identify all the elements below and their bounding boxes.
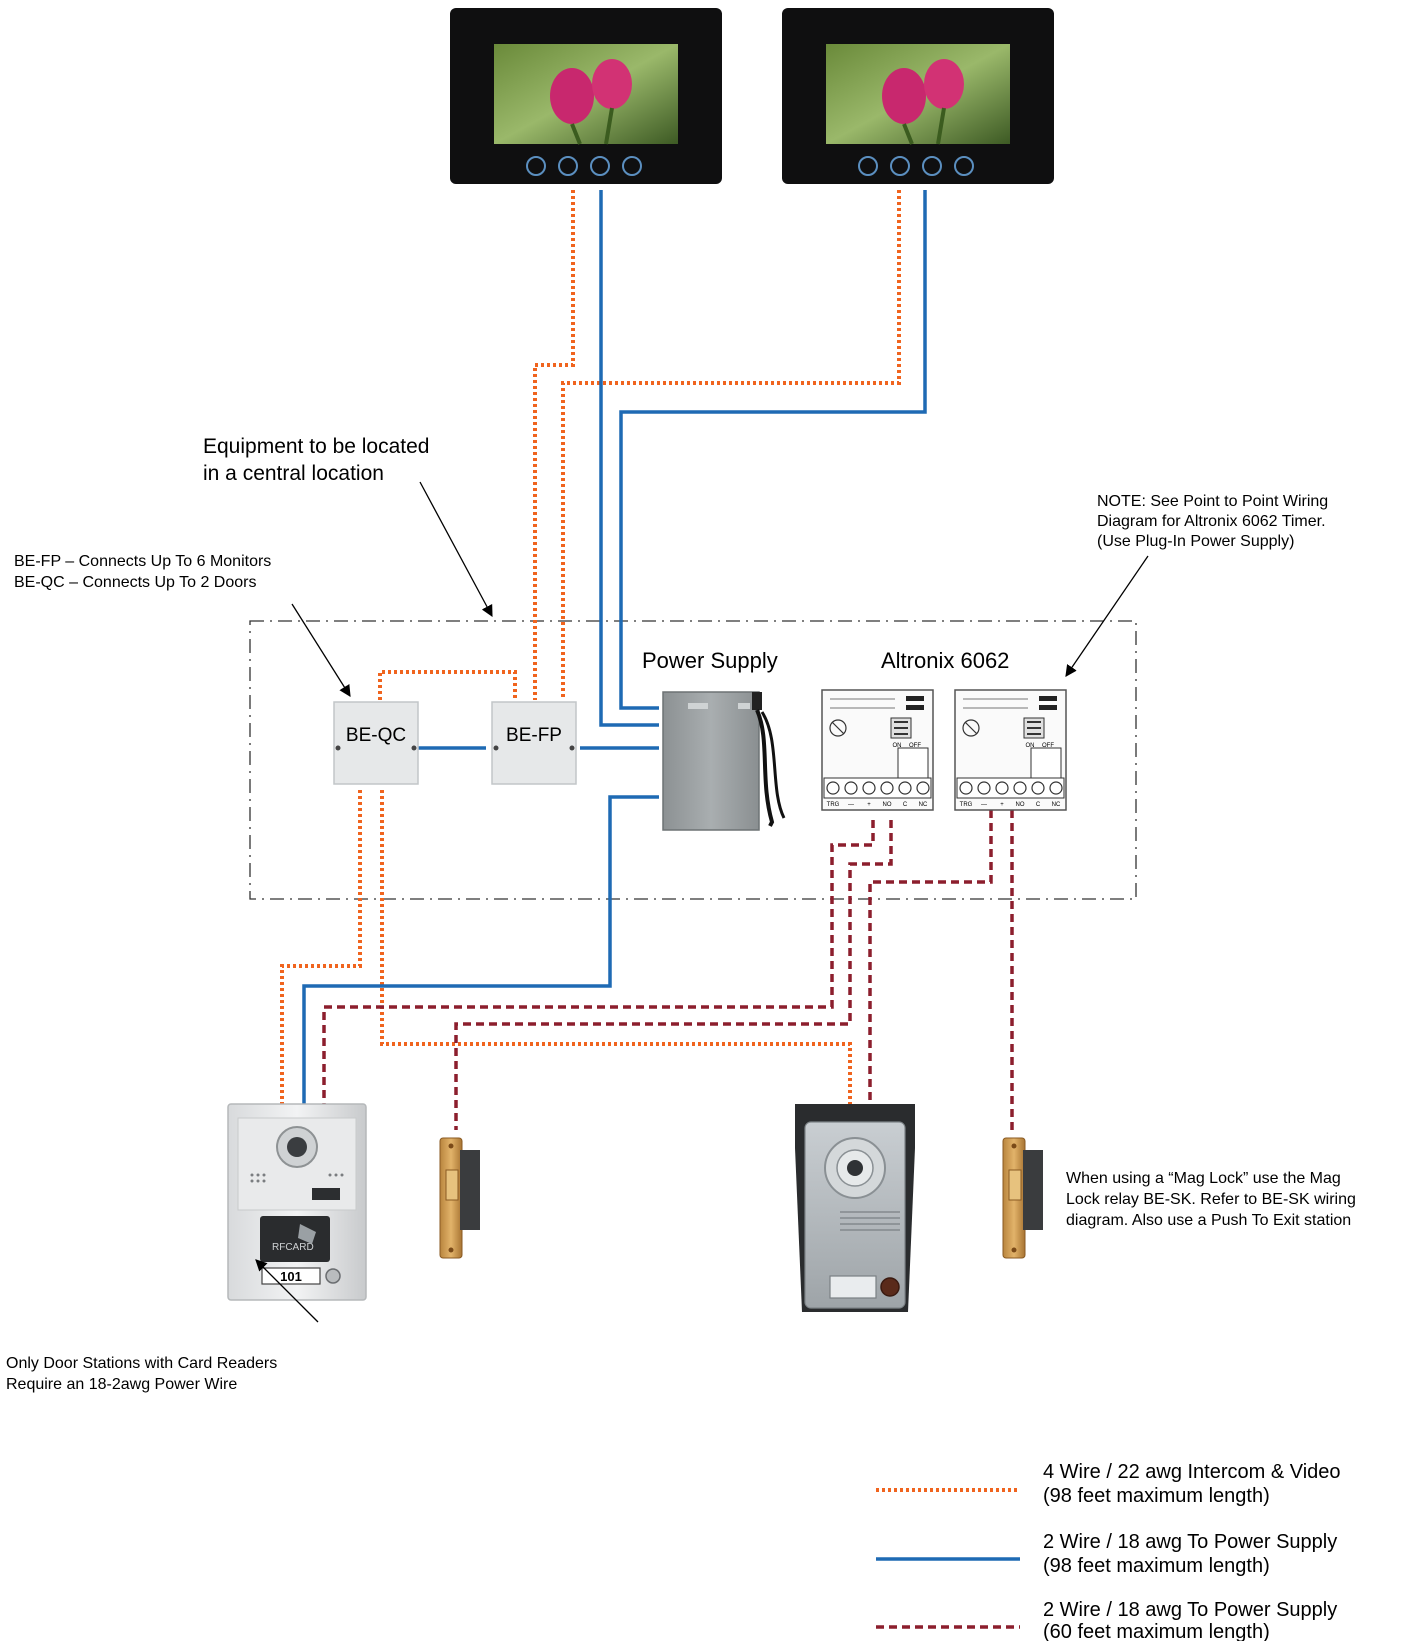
timer-on-label: ON [893,743,902,749]
mag-lock-note-line1: When using a “Mag Lock” use the Mag [1066,1170,1341,1187]
flower-screen-image [882,59,964,145]
legend-power98-line2: (98 feet maximum length) [1043,1555,1270,1577]
be-fp-label: BE-FP [506,725,562,746]
legend-intercom-line2: (98 feet maximum length) [1043,1485,1270,1507]
camera-lens-icon [276,1126,318,1168]
altronix-note-line3: (Use Plug-In Power Supply) [1097,533,1294,550]
legend-power60-line2: (60 feet maximum length) [1043,1621,1270,1641]
plug-icon [752,692,786,827]
timer-on-label: ON [1026,743,1035,749]
timer-nc-label: NC [1052,802,1061,808]
monitor-button-icon [858,156,974,176]
timer-off-label: OFF [909,743,921,749]
indoor-monitor-2 [782,8,1054,184]
power-wires [302,190,927,1104]
lock-strike-icon [439,1137,480,1259]
central-location-label-line1: Equipment to be located [203,435,430,458]
altronix-label: Altronix 6062 [881,648,1009,673]
timer-neg-label: — [848,802,854,808]
timer-trg-label: TRG [827,802,840,808]
power-supply-unit [662,691,786,831]
flower-screen-image [550,59,632,145]
power-supply-label: Power Supply [642,648,778,673]
card-reader-icon: RFCARD [260,1216,330,1262]
timer-c-label: C [903,802,908,808]
card-reader-note-line1: Only Door Stations with Card Readers [6,1355,277,1372]
timer-neg-label: — [981,802,987,808]
mag-lock-note-line3: diagram. Also use a Push To Exit station [1066,1212,1351,1229]
camera-lens-icon [824,1137,886,1199]
be-qc-note: BE-QC – Connects Up To 2 Doors [14,574,256,591]
door-station [795,1104,915,1312]
altronix-timer-2: OFF ON TRG — + NO C NC [954,689,1067,811]
timer-c-label: C [1036,802,1041,808]
intercom-video-wires [280,190,901,1104]
monitor-button-icon [526,156,642,176]
rfcard-label: RFCARD [272,1242,314,1253]
be-qc-unit: BE-QC [333,701,419,785]
timer-trg-label: TRG [960,802,973,808]
lock-strike-icon [1002,1137,1043,1259]
indoor-monitor-1 [450,8,722,184]
lock-power-wires [322,810,1014,1130]
legend-intercom-line1: 4 Wire / 22 awg Intercom & Video [1043,1461,1341,1483]
legend-power60-line1: 2 Wire / 18 awg To Power Supply [1043,1599,1337,1621]
timer-no-label: NO [883,802,892,808]
timer-off-label: OFF [1042,743,1054,749]
timer-no-label: NO [1016,802,1025,808]
altronix-note-line1: NOTE: See Point to Point Wiring [1097,493,1328,510]
mag-lock-note-line2: Lock relay BE-SK. Refer to BE-SK wiring [1066,1191,1356,1208]
legend-power98-line1: 2 Wire / 18 awg To Power Supply [1043,1531,1337,1553]
altronix-note-line2: Diagram for Altronix 6062 Timer. [1097,513,1326,530]
be-qc-label: BE-QC [346,725,406,746]
timer-pos-label: + [1000,802,1004,808]
central-location-boundary [249,620,1137,900]
timer-nc-label: NC [919,802,928,808]
be-fp-note: BE-FP – Connects Up To 6 Monitors [14,553,271,570]
card-reader-note-line2: Require an 18-2awg Power Wire [6,1376,237,1393]
be-fp-unit: BE-FP [491,701,577,785]
apartment-number: 101 [280,1269,302,1284]
central-location-label-line2: in a central location [203,462,384,485]
door-station-card-reader: RFCARD 101 [227,1103,367,1301]
legend: 4 Wire / 22 awg Intercom & Video (98 fee… [876,1461,1341,1641]
timer-pos-label: + [867,802,871,808]
altronix-timer-1: OFF ON TRG — + NO C NC [821,689,934,811]
annotation-arrows [255,481,1149,1323]
